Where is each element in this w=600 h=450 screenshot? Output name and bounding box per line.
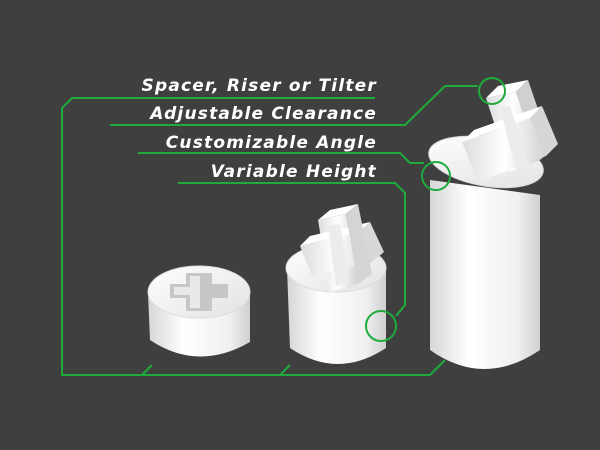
label-variable-height: Variable Height bbox=[211, 162, 377, 182]
label-adjustable-clearance: Adjustable Clearance bbox=[148, 104, 377, 124]
callout-lines bbox=[61, 85, 478, 376]
tilter-model bbox=[428, 80, 558, 369]
callout-line-adjustable-clearance bbox=[110, 85, 478, 126]
callout-circle-clearance bbox=[478, 77, 506, 105]
label-spacer-riser-tilter: Spacer, Riser or Tilter bbox=[142, 76, 378, 96]
callout-tick-riser bbox=[279, 364, 291, 376]
cross-stem bbox=[300, 204, 384, 292]
callout-circle-angle bbox=[421, 161, 451, 191]
short-spacer-model bbox=[147, 265, 251, 357]
callout-line-customizable-angle bbox=[138, 152, 424, 164]
callout-tick-spacer bbox=[141, 364, 153, 376]
riser-model bbox=[285, 204, 387, 364]
label-customizable-angle: Customizable Angle bbox=[166, 133, 377, 153]
callout-line-variable-height bbox=[178, 182, 406, 317]
angled-cross-stem bbox=[462, 80, 558, 182]
callout-line-spacer-riser-tilter bbox=[61, 97, 446, 376]
callout-circle-height bbox=[365, 310, 397, 342]
cross-socket bbox=[170, 273, 228, 311]
